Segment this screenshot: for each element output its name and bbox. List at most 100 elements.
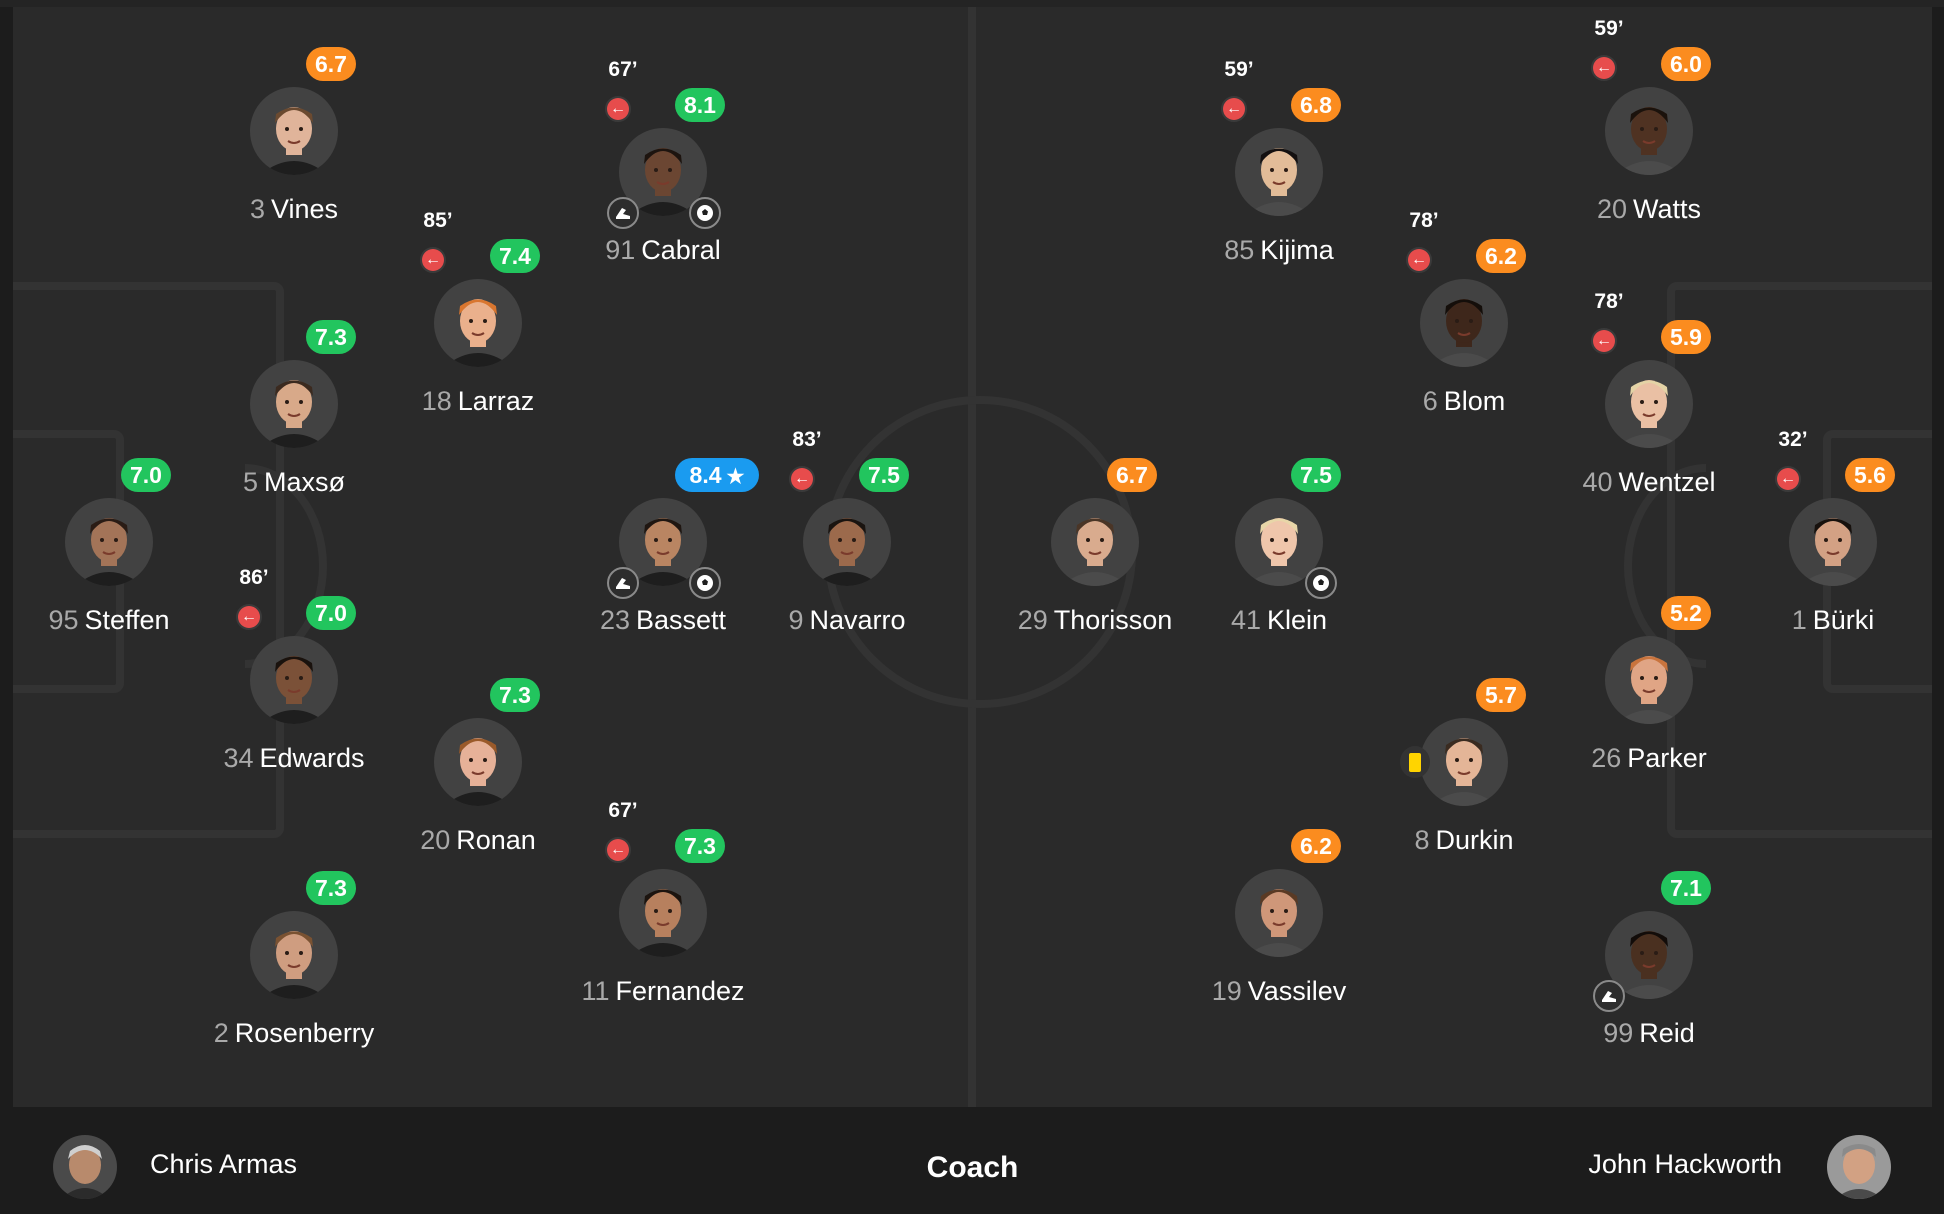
rating-value: 6.0: [1670, 51, 1702, 77]
away-coach-name[interactable]: John Hackworth: [1588, 1149, 1782, 1179]
rating-badge: 7.5: [859, 458, 909, 492]
player-photo[interactable]: [1420, 279, 1508, 367]
player-name: Parker: [1627, 743, 1707, 773]
player-photo[interactable]: [250, 636, 338, 724]
player-photo[interactable]: [1235, 128, 1323, 216]
player-photo[interactable]: [1051, 498, 1139, 586]
player-photo[interactable]: [250, 87, 338, 175]
away-coach-avatar[interactable]: [1827, 1135, 1891, 1199]
player-name: Fernandez: [615, 976, 745, 1006]
player-name: Steffen: [84, 605, 170, 635]
shirt-number: 9: [788, 605, 804, 635]
player-photo[interactable]: [250, 911, 338, 999]
top-strip: [0, 0, 1944, 7]
player-name: Vines: [270, 194, 339, 224]
player-photo[interactable]: [65, 498, 153, 586]
assist-boot-icon: [1593, 980, 1625, 1012]
player-photo[interactable]: [1235, 869, 1323, 957]
rating-badge: 6.7: [1107, 458, 1157, 492]
rating-badge: 7.3: [490, 678, 540, 712]
player-photo[interactable]: [434, 279, 522, 367]
rating-value: 7.0: [315, 600, 347, 626]
shirt-number: 99: [1603, 1018, 1634, 1048]
player-photo[interactable]: [250, 360, 338, 448]
player-name: Maxsø: [264, 467, 346, 497]
player-photo[interactable]: [434, 718, 522, 806]
substitution-minute: 85’: [423, 209, 453, 232]
rating-badge: 7.1: [1661, 871, 1711, 905]
player-photo[interactable]: [1605, 360, 1693, 448]
arrow-left-icon: ←: [422, 249, 444, 271]
home-coach-name[interactable]: Chris Armas: [150, 1149, 298, 1179]
rating-value: 7.3: [499, 682, 531, 708]
player-name: Ronan: [456, 825, 536, 855]
rating-value: 6.8: [1300, 92, 1332, 118]
rating-badge: 6.7: [306, 47, 356, 81]
shirt-number: 26: [1591, 743, 1622, 773]
player-photo[interactable]: [1605, 636, 1693, 724]
rating-value: 6.2: [1300, 833, 1332, 859]
home-coach-avatar[interactable]: [53, 1135, 117, 1199]
player-photo[interactable]: [1605, 87, 1693, 175]
substitution-out-icon: ←: [603, 94, 633, 124]
player-name: Rosenberry: [234, 1018, 375, 1048]
shirt-number: 19: [1211, 976, 1242, 1006]
player-name: Bassett: [636, 605, 727, 635]
rating-value: 7.3: [315, 875, 347, 901]
player-photo[interactable]: [803, 498, 891, 586]
player-photo[interactable]: [1420, 718, 1508, 806]
player-photo[interactable]: [619, 869, 707, 957]
substitution-out-icon: ←: [1773, 464, 1803, 494]
rating-badge: 6.0: [1661, 47, 1711, 81]
rating-value: 6.2: [1485, 243, 1517, 269]
player-name: Durkin: [1435, 825, 1514, 855]
player-photo[interactable]: [1789, 498, 1877, 586]
rating-value: 5.6: [1854, 462, 1886, 488]
player-name: Thorisson: [1053, 605, 1173, 635]
